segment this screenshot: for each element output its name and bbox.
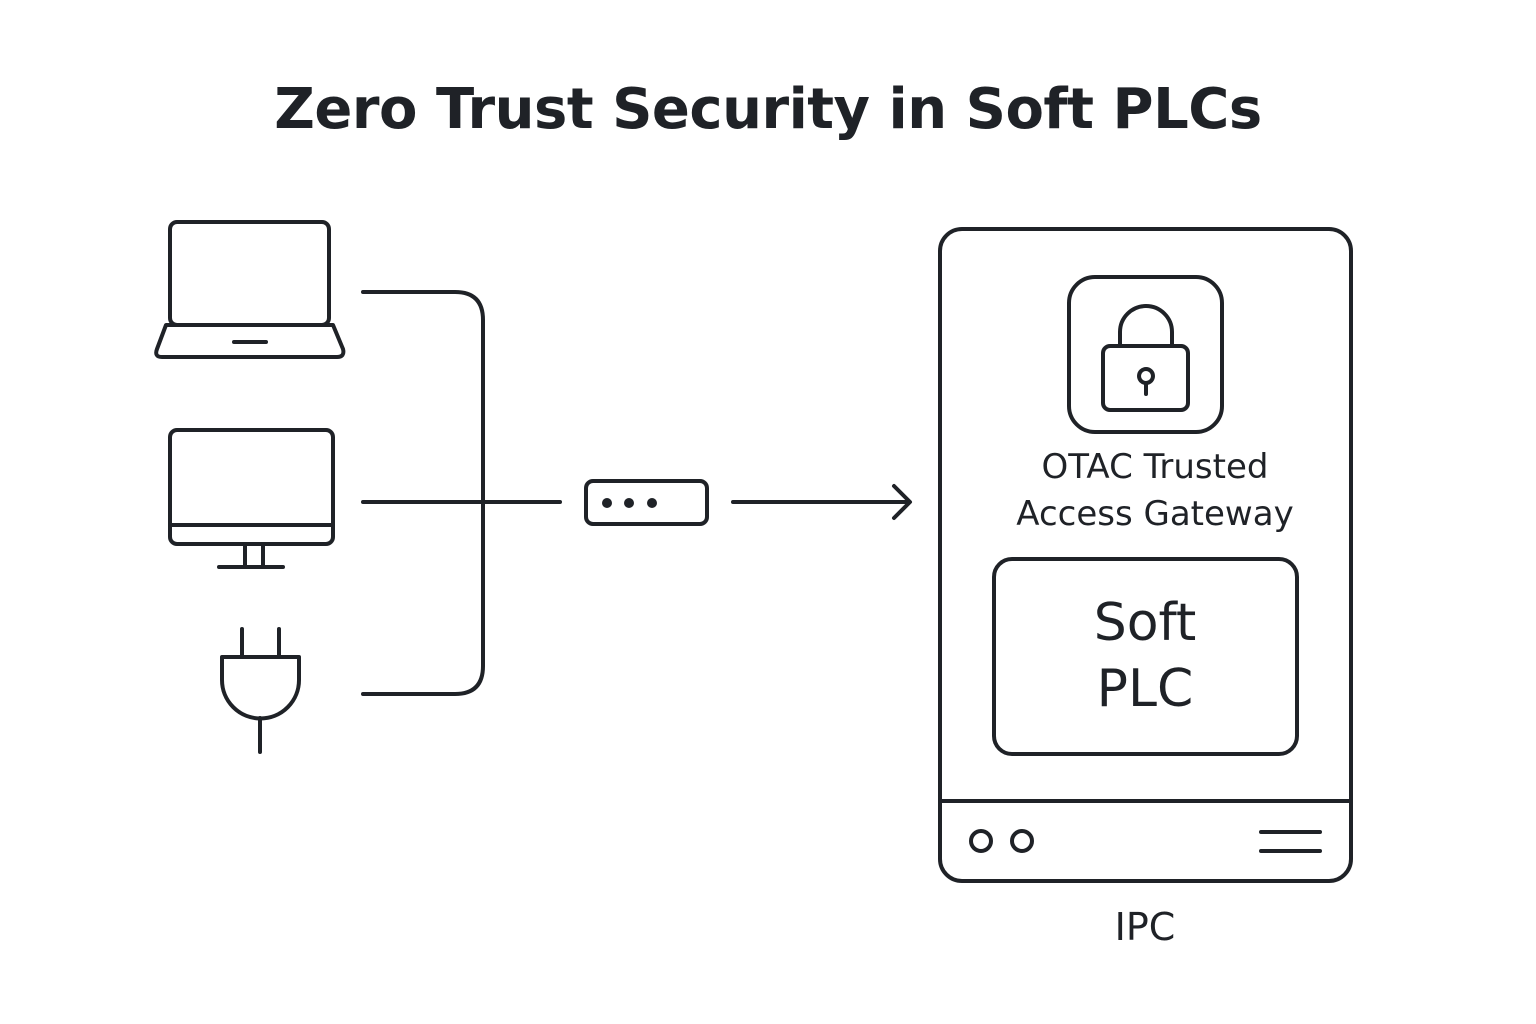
- status-light-icon: [969, 829, 993, 853]
- soft-plc-label-line2: PLC: [1096, 659, 1194, 719]
- soft-plc-label: Soft PLC: [994, 590, 1296, 722]
- gateway-label-line1: OTAC Trusted: [1041, 447, 1269, 487]
- ipc-label: IPC: [1114, 905, 1176, 949]
- gateway-label-line2: Access Gateway: [1016, 494, 1294, 534]
- gateway-label: OTAC Trusted Access Gateway: [990, 444, 1320, 538]
- lock-icon: [1067, 275, 1224, 434]
- monitor-icon: [168, 428, 335, 569]
- menu-lines-icon: [1259, 830, 1322, 853]
- plug-icon: [220, 627, 301, 754]
- arrow-to-ipc: [731, 484, 912, 520]
- soft-plc-box: [992, 557, 1299, 756]
- ellipsis-box-icon: [584, 479, 709, 526]
- status-light-icon: [1010, 829, 1034, 853]
- connection-lines: [361, 290, 562, 696]
- laptop-icon: [154, 220, 346, 359]
- diagram-title: Zero Trust Security in Soft PLCs: [274, 77, 1262, 142]
- ipc-device: [938, 227, 1353, 883]
- soft-plc-label-line1: Soft: [1093, 593, 1197, 653]
